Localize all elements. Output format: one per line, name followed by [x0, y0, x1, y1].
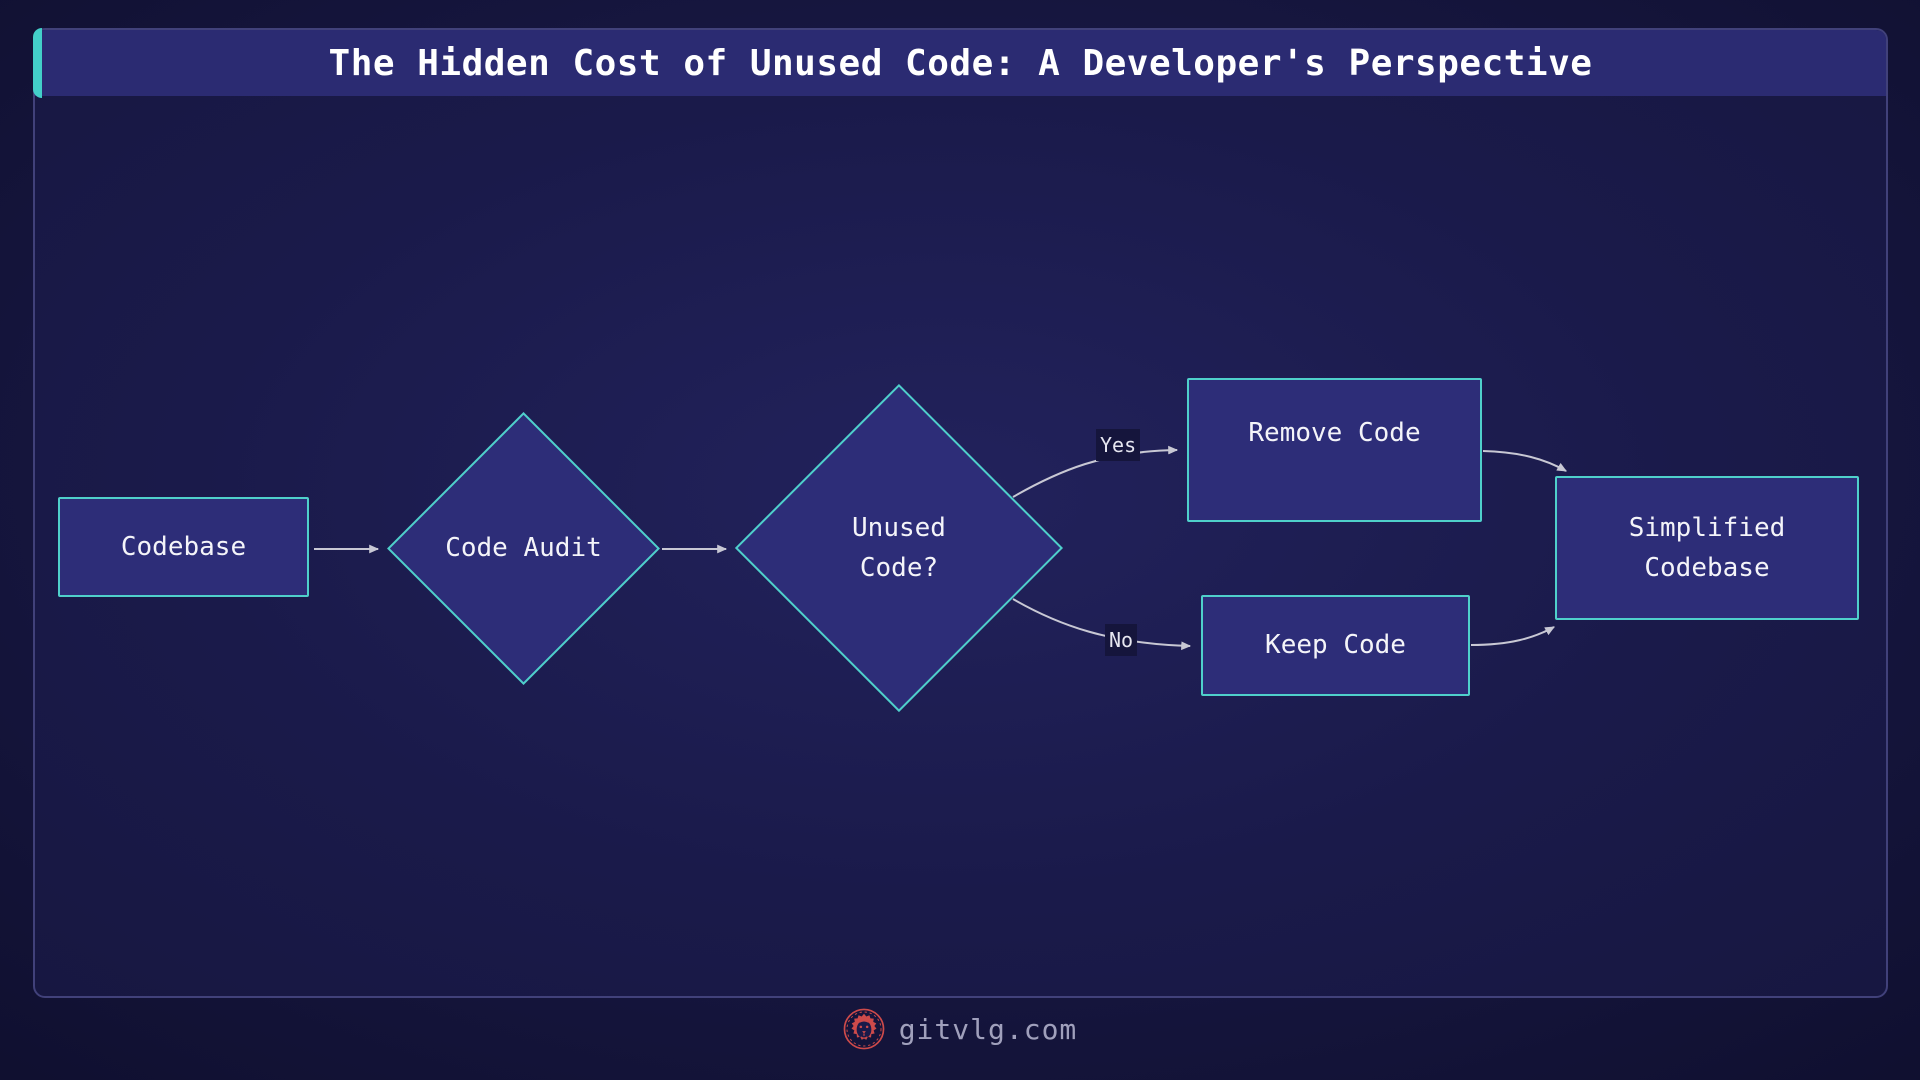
node-keep-code-label: Keep Code — [1265, 630, 1406, 661]
edge-label-yes: Yes — [1096, 429, 1141, 461]
node-simplified-line1: Simplified — [1628, 512, 1786, 543]
node-keep-code: Keep Code — [1201, 595, 1470, 696]
node-remove-code-label: Remove Code — [1248, 418, 1421, 448]
title-accent-bar — [33, 28, 42, 98]
footer: gitvlg.com — [0, 1008, 1920, 1050]
title-bar: The Hidden Cost of Unused Code: A Develo… — [33, 28, 1886, 98]
edge-remove-to-simplified — [1482, 450, 1567, 472]
node-simplified-codebase: Simplified Codebase — [1555, 476, 1859, 620]
node-code-audit-text: Code Audit — [445, 533, 602, 564]
node-unused-code: Unused Code? — [735, 384, 1063, 712]
edge-unused-to-remove — [1012, 445, 1179, 498]
page-title: The Hidden Cost of Unused Code: A Develo… — [328, 42, 1593, 84]
node-unused-code-line1: Unused — [852, 512, 946, 543]
node-unused-code-label: Unused Code? — [735, 384, 1063, 712]
node-codebase: Codebase — [58, 497, 309, 597]
node-unused-code-line2: Code? — [859, 553, 939, 583]
brand-text: gitvlg.com — [898, 1012, 1078, 1046]
lion-emblem-icon — [843, 1008, 885, 1050]
edge-keep-to-simplified — [1470, 626, 1555, 646]
edge-unused-to-keep — [1012, 598, 1192, 651]
node-code-audit-label: Code Audit — [387, 412, 660, 685]
node-remove-code: Remove Code — [1187, 378, 1482, 522]
edge-label-no: No — [1105, 624, 1138, 656]
node-codebase-label: Codebase — [120, 531, 247, 562]
node-code-audit: Code Audit — [387, 412, 660, 685]
node-simplified-line2: Codebase — [1644, 553, 1770, 583]
node-simplified-codebase-label: Simplified Codebase — [1629, 508, 1786, 589]
